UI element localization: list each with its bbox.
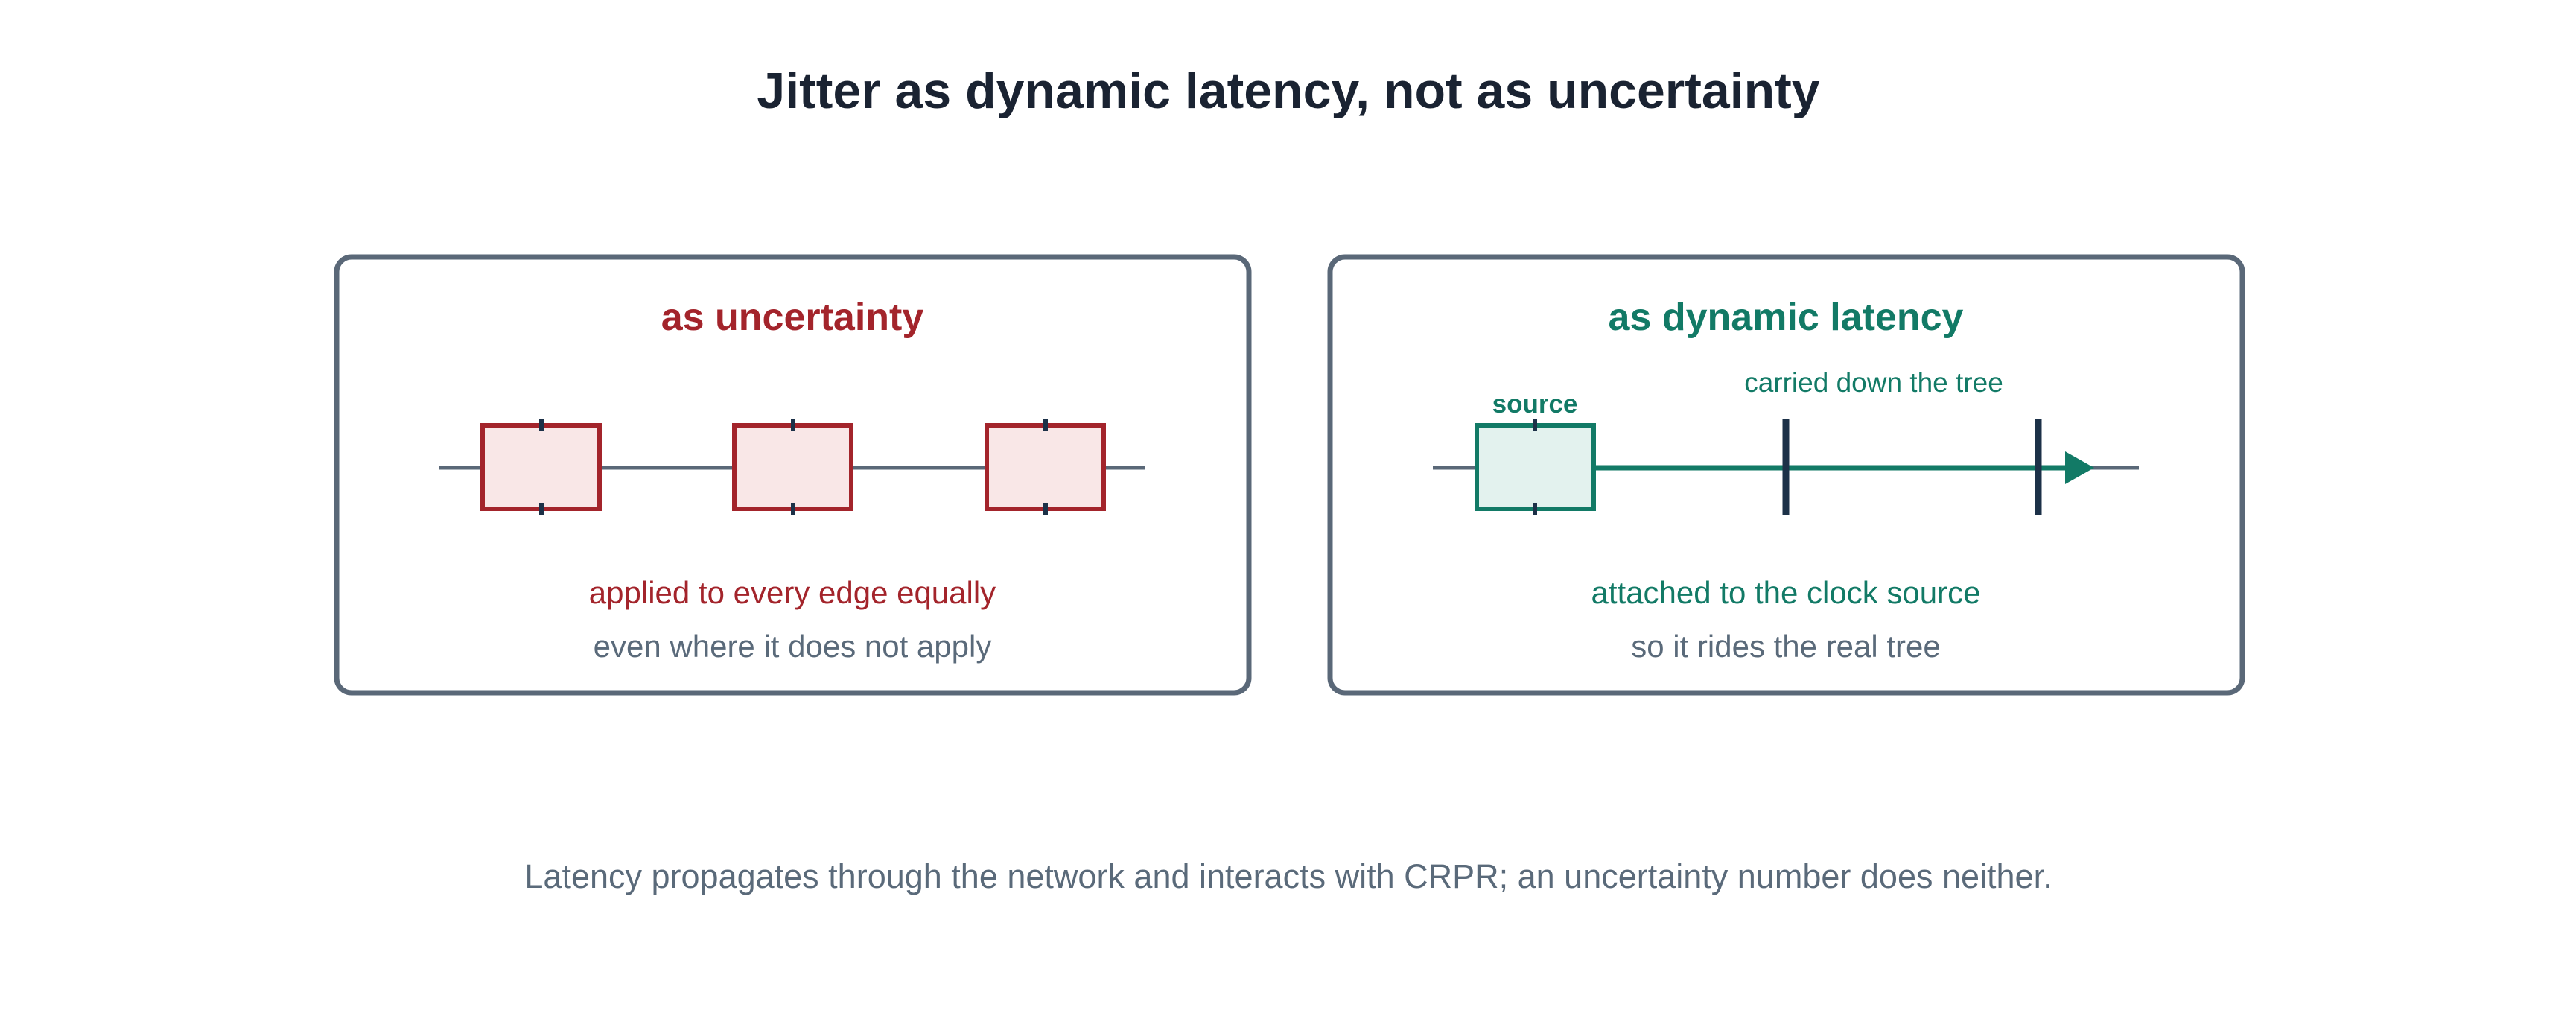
footer-caption: Latency propagates through the network a… (524, 857, 2052, 895)
propagation-arrow-icon (2065, 451, 2094, 484)
clock-source-window (1475, 419, 1596, 515)
uncertainty-panel: as uncertainty applied to every edge equ… (334, 254, 1252, 696)
uncertainty-description: applied to every edge equally (589, 575, 996, 610)
carried-down-label: carried down the tree (1744, 367, 2003, 398)
uncertainty-heading: as uncertainty (661, 296, 924, 339)
source-label: source (1492, 390, 1578, 419)
uncertainty-note: even where it does not apply (594, 629, 992, 664)
latency-panel: as dynamic latency source carried down t… (1327, 254, 2245, 696)
uncertainty-window-3 (985, 419, 1106, 515)
uncertainty-window-1 (480, 419, 602, 515)
uncertainty-window-2 (732, 419, 853, 515)
latency-description: attached to the clock source (1591, 575, 1981, 610)
latency-note: so it rides the real tree (1631, 629, 1941, 664)
latency-heading: as dynamic latency (1609, 296, 1964, 339)
diagram-title: Jitter as dynamic latency, not as uncert… (757, 63, 1819, 119)
